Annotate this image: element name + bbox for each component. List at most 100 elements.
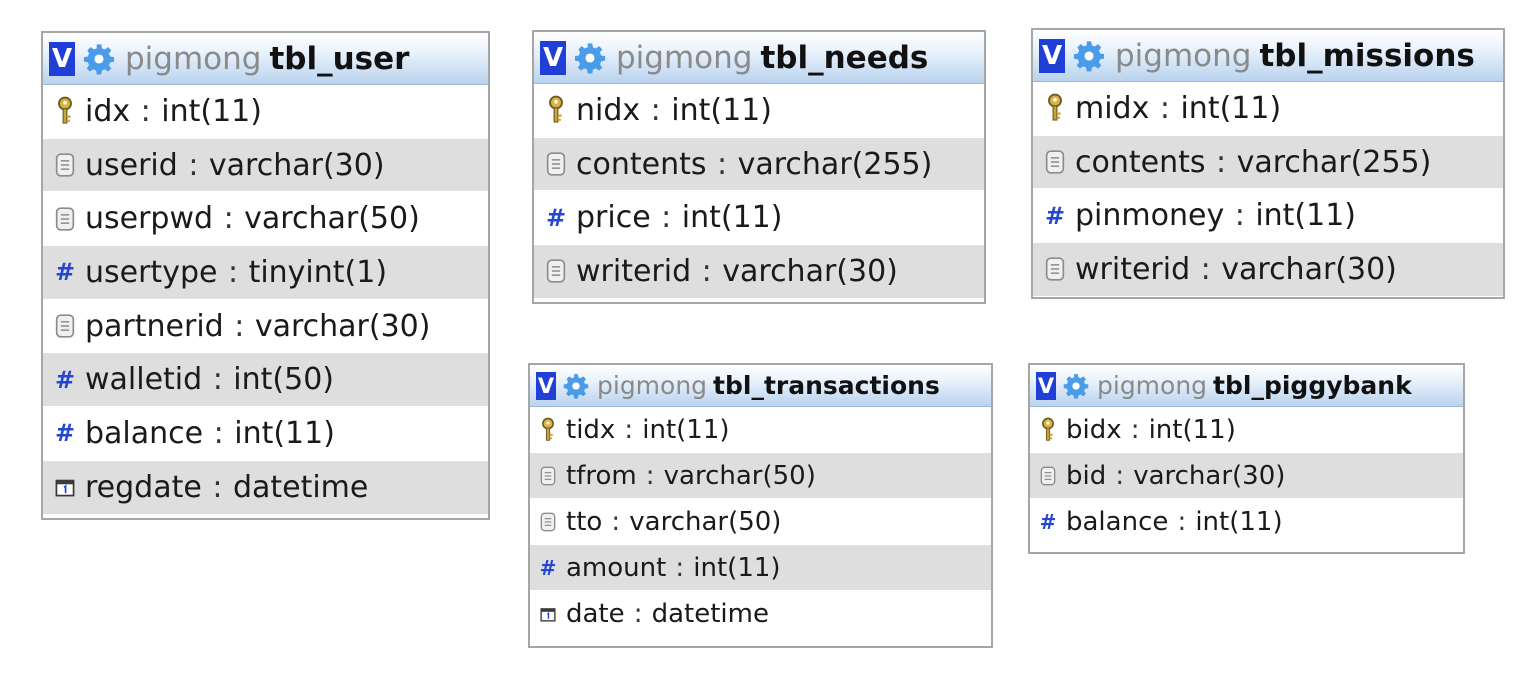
key-icon [546, 95, 566, 125]
column-row-balance[interactable]: #balance:int(11) [43, 407, 488, 461]
type-separator: : [1234, 198, 1245, 234]
text-field-icon [55, 150, 75, 180]
type-separator: : [223, 201, 234, 237]
column-type: int(11) [161, 93, 262, 129]
column-type: int(11) [1180, 90, 1282, 126]
type-separator: : [717, 146, 728, 182]
table-card-tbl_user[interactable]: V pigmong tbl_user idx:int(11)userid:var… [41, 31, 490, 520]
table-card-tbl_transactions[interactable]: V pigmong tbl_transactions tidx:int(11)t… [528, 363, 993, 648]
type-separator: : [212, 469, 223, 505]
column-type: int(11) [1255, 198, 1357, 234]
column-row-balance[interactable]: #balance:int(11) [1030, 499, 1463, 545]
column-row-tto[interactable]: tto:varchar(50) [530, 499, 991, 545]
column-row-pinmoney[interactable]: # pinmoney: int(11) [1033, 189, 1503, 244]
type-separator: : [188, 147, 199, 183]
type-separator: : [140, 93, 151, 129]
numeric-hash-icon: # [54, 419, 76, 448]
type-separator: : [1177, 506, 1187, 537]
gear-icon[interactable] [574, 42, 606, 74]
table-header[interactable]: V pigmong tbl_transactions [530, 365, 991, 407]
key-icon [540, 417, 556, 443]
table-card-tbl_piggybank[interactable]: V pigmong tbl_piggybank bidx:int(11)bid:… [1028, 363, 1465, 554]
column-type: int(11) [681, 200, 783, 236]
key-icon [1045, 93, 1065, 123]
calendar-icon [55, 472, 75, 502]
column-row-contents[interactable]: contents:varchar(255) [534, 137, 984, 192]
column-name: pinmoney [1075, 198, 1225, 234]
gear-icon[interactable] [1063, 373, 1089, 399]
table-header[interactable]: V pigmong tbl_missions [1033, 30, 1503, 82]
table-header[interactable]: V pigmong tbl_piggybank [1030, 365, 1463, 407]
column-name: tidx [566, 414, 616, 445]
column-name: contents [576, 146, 707, 182]
column-row-usertype[interactable]: #usertype:tinyint(1) [43, 246, 488, 300]
column-list: tidx:int(11)tfrom:varchar(50)tto:varchar… [530, 407, 991, 637]
column-row-bidx[interactable]: bidx:int(11) [1030, 407, 1463, 453]
gear-icon[interactable] [563, 373, 589, 399]
column-row-walletid[interactable]: #walletid:int(50) [43, 353, 488, 408]
type-separator: : [1216, 144, 1227, 180]
column-name: bidx [1066, 414, 1122, 445]
collapse-toggle-button[interactable]: V [540, 40, 566, 75]
column-row-nidx[interactable]: nidx:int(11) [534, 84, 984, 138]
text-field-icon [546, 256, 566, 286]
column-type: varchar(255) [1236, 144, 1432, 180]
numeric-hash-icon: # [1044, 201, 1066, 230]
column-name: writerid [576, 253, 692, 289]
type-separator: : [624, 414, 634, 445]
column-row-amount[interactable]: #amount:int(11) [530, 545, 991, 591]
table-name: tbl_missions [1259, 37, 1475, 74]
type-separator: : [675, 552, 685, 583]
column-row-idx[interactable]: idx:int(11) [43, 85, 488, 139]
column-type: varchar(50) [663, 460, 816, 491]
column-type: datetime [651, 598, 769, 629]
column-list: midx:int(11)contents:varchar(255)#pinmon… [1033, 82, 1503, 297]
key-icon [1040, 417, 1056, 443]
column-type: varchar(255) [737, 146, 933, 182]
gear-icon[interactable] [1073, 40, 1105, 72]
column-row-midx[interactable]: midx:int(11) [1033, 82, 1503, 136]
table-header[interactable]: V pigmong tbl_user [43, 33, 488, 85]
type-separator: : [213, 415, 224, 451]
column-type: varchar(50) [244, 201, 420, 237]
column-row-date[interactable]: date:datetime [530, 591, 991, 637]
collapse-toggle-button[interactable]: V [1036, 371, 1056, 400]
column-row-contents[interactable]: contents:varchar(255) [1033, 135, 1503, 190]
type-separator: : [227, 254, 239, 290]
column-row-tidx[interactable]: tidx: int(11) [530, 407, 991, 453]
column-type: int(50) [233, 362, 334, 398]
column-list: nidx:int(11)contents:varchar(255)#price:… [534, 84, 984, 299]
column-type: int(11) [642, 414, 730, 445]
numeric-hash-icon: # [539, 555, 557, 580]
column-name: tto [566, 506, 603, 537]
table-name: tbl_transactions [713, 371, 940, 400]
column-row-userid[interactable]: userid:varchar(30) [43, 138, 488, 193]
column-type: varchar(30) [722, 253, 898, 289]
column-row-regdate[interactable]: regdate:datetime [43, 460, 488, 515]
column-name: contents [1075, 144, 1206, 180]
numeric-hash-icon: # [545, 203, 567, 232]
column-row-writerid[interactable]: writerid:varchar(30) [534, 245, 984, 299]
collapse-toggle-button[interactable]: V [49, 41, 75, 76]
table-header[interactable]: V pigmong tbl_needs [534, 32, 984, 84]
column-name: balance [85, 415, 204, 451]
column-name: walletid [85, 362, 203, 398]
column-row-price[interactable]: #price:int(11) [534, 191, 984, 246]
column-type: int(11) [693, 552, 781, 583]
collapse-toggle-button[interactable]: V [536, 371, 556, 400]
text-field-icon [540, 509, 556, 535]
schema-name: pigmong [1097, 371, 1208, 400]
column-row-partnerid[interactable]: partnerid:varchar(30) [43, 299, 488, 354]
column-row-userpwd[interactable]: userpwd:varchar(50) [43, 192, 488, 247]
column-row-writerid[interactable]: writerid:varchar(30) [1033, 243, 1503, 297]
type-separator: : [645, 460, 655, 491]
table-card-tbl_needs[interactable]: V pigmong tbl_needs nidx:int(11)contents… [532, 30, 986, 304]
type-separator: : [650, 92, 661, 128]
gear-icon[interactable] [83, 43, 115, 75]
table-card-tbl_missions[interactable]: V pigmong tbl_missions midx:int(11)conte… [1031, 28, 1505, 299]
column-row-tfrom[interactable]: tfrom:varchar(50) [530, 453, 991, 499]
column-row-bid[interactable]: bid:varchar(30) [1030, 453, 1463, 499]
column-name: usertype [85, 254, 218, 290]
column-type: tinyint(1) [248, 254, 388, 290]
collapse-toggle-button[interactable]: V [1039, 38, 1065, 73]
